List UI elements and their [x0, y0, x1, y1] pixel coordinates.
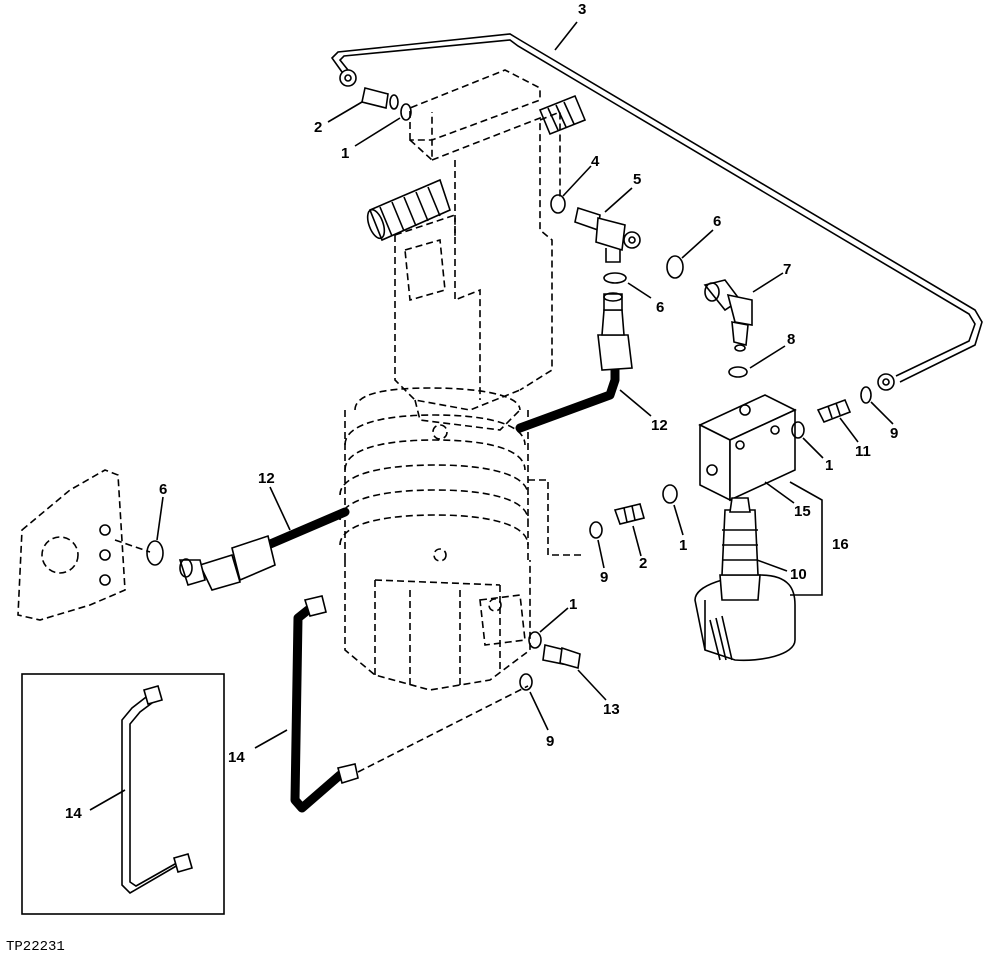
callout-4: 4	[591, 153, 600, 170]
swivel-housing	[339, 387, 585, 691]
callout-14-main: 14	[228, 749, 245, 766]
callout-9-right: 9	[890, 425, 898, 442]
elbow-fitting-7	[703, 279, 753, 352]
callout-8: 8	[787, 331, 795, 348]
hose-12-left	[178, 507, 350, 591]
o-ring-9-lower	[519, 673, 533, 691]
callout-16: 16	[832, 536, 849, 553]
callout-6-left: 6	[159, 481, 167, 498]
callout-2-upper: 2	[314, 119, 322, 136]
callout-5: 5	[633, 171, 641, 188]
callout-10: 10	[790, 566, 807, 583]
mounting-flange	[17, 469, 151, 621]
callout-11: 11	[855, 443, 871, 460]
callout-12-left: 12	[258, 470, 275, 487]
upper-valve-body	[366, 69, 587, 431]
inset-panel	[21, 673, 225, 915]
leader-lines	[89, 21, 894, 811]
o-ring-4	[550, 194, 566, 214]
o-ring-8	[728, 366, 748, 378]
callout-6-right: 6	[713, 213, 721, 230]
bracket-16	[789, 481, 823, 596]
o-ring-6-right	[666, 255, 684, 279]
callout-1-block: 1	[679, 537, 687, 554]
callout-14-inset: 14	[65, 805, 82, 822]
hose-12-right	[515, 292, 633, 433]
callout-6-center: 6	[656, 299, 664, 316]
fitting-2-lower	[613, 503, 645, 525]
callout-1-lower: 1	[569, 596, 577, 613]
callout-9-mid: 9	[600, 569, 608, 586]
callout-3: 3	[578, 1, 586, 18]
hose-14	[290, 595, 529, 813]
tee-fitting-5	[574, 206, 641, 263]
o-ring-6-left	[146, 540, 164, 566]
callout-9-lower: 9	[546, 733, 554, 750]
o-ring-9-mid	[589, 521, 603, 539]
o-ring-1-right	[791, 421, 805, 439]
fitting-11	[816, 398, 852, 424]
callout-15: 15	[794, 503, 811, 520]
figure-code: TP22231	[6, 939, 65, 955]
threaded-fitting-upper-right	[538, 94, 587, 136]
o-ring-1-block	[662, 484, 678, 504]
tube-3	[330, 33, 983, 391]
solenoid-10	[694, 497, 796, 662]
fitting-13	[542, 644, 581, 670]
callout-2-lower: 2	[639, 555, 647, 572]
callout-7: 7	[783, 261, 791, 278]
callout-12-right: 12	[651, 417, 668, 434]
callout-labels: 1 2 3 4 5 6 6 7 8 12 9 11 1 6 12 15 16 1…	[65, 1, 898, 822]
o-ring-1-upper	[400, 103, 412, 121]
o-ring-9-right	[860, 386, 872, 404]
manifold-block-15	[698, 394, 797, 502]
threaded-fitting-left	[366, 178, 451, 242]
fitting-2-upper	[361, 87, 399, 110]
callout-13: 13	[603, 701, 620, 718]
callout-1-right: 1	[825, 457, 833, 474]
o-ring-1-lower	[528, 631, 542, 649]
callout-1-upper: 1	[341, 145, 349, 162]
o-ring-6-center	[603, 272, 627, 284]
